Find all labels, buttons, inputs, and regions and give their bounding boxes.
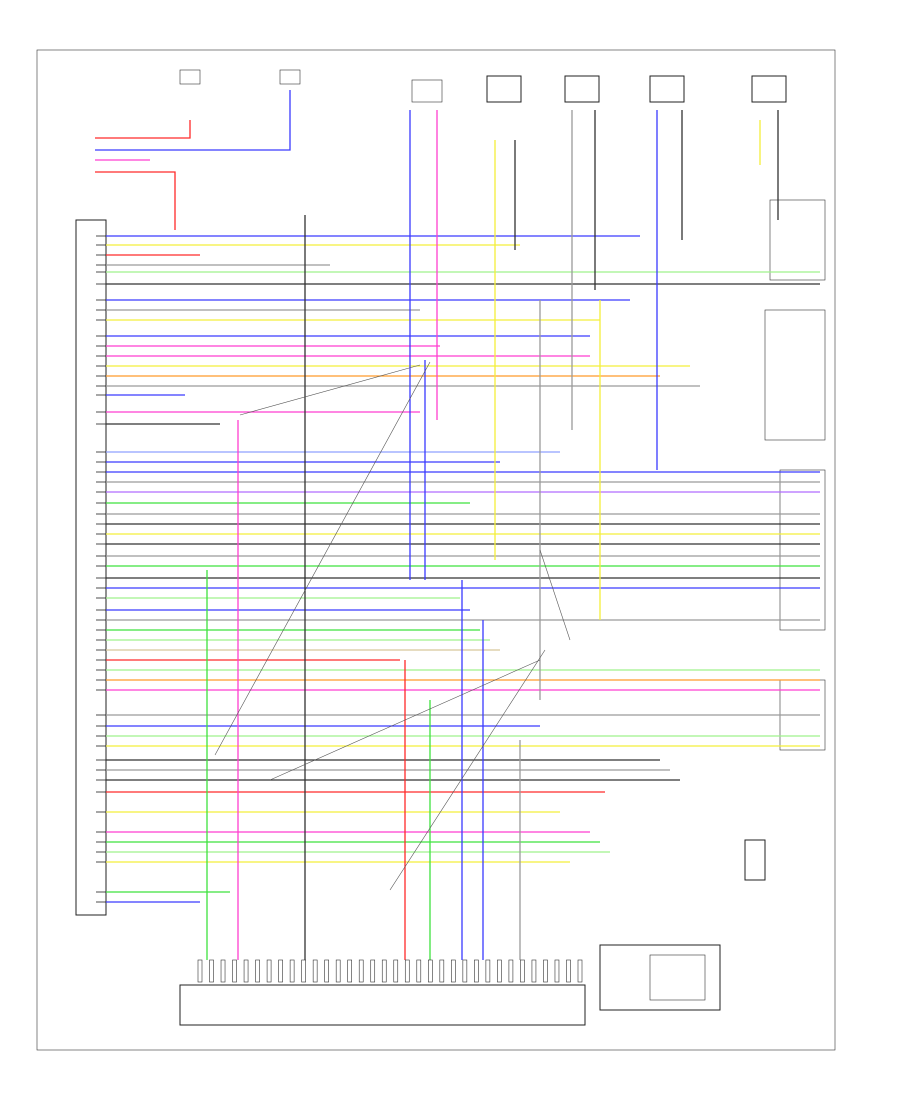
annotation-leaders — [214, 361, 571, 891]
bottom-pin-31 — [554, 959, 560, 983]
top-sensor-3 — [564, 75, 600, 103]
bottom-pin-29 — [531, 959, 537, 983]
bottom-pin-26 — [497, 959, 502, 983]
top-sensor-1 — [411, 79, 443, 103]
top-components — [179, 69, 787, 103]
bottom-pin-1 — [209, 959, 214, 983]
bottom-pin-0 — [197, 959, 203, 983]
right-sensor-low — [744, 839, 766, 881]
bottom-pin-18 — [404, 959, 410, 983]
right-switch-block — [764, 309, 826, 441]
bottom-pin-11 — [324, 959, 329, 983]
top-relay-1 — [279, 69, 301, 85]
top-sensor-5 — [751, 75, 787, 103]
power-feed-wires — [95, 90, 291, 230]
right-connector-top — [769, 199, 826, 281]
leader-3 — [269, 659, 541, 781]
bottom-pin-30 — [543, 959, 548, 983]
bottom-connector-pins — [197, 959, 583, 983]
bottom-pin-13 — [347, 959, 352, 983]
bottom-pin-28 — [520, 959, 525, 983]
wire-rows — [106, 235, 820, 903]
bottom-pin-2 — [220, 959, 226, 983]
bottom-pin-8 — [289, 959, 295, 983]
bottom-pin-17 — [393, 959, 399, 983]
bottom-pin-14 — [358, 959, 364, 983]
bottom-pin-25 — [485, 959, 491, 983]
bottom-pin-6 — [266, 959, 272, 983]
bottom-pin-20 — [428, 959, 433, 983]
right-connectors — [744, 199, 826, 881]
bottom-right-module — [599, 944, 721, 1011]
bottom-pin-23 — [462, 959, 468, 983]
bottom-pin-7 — [278, 959, 283, 983]
bottom-pin-9 — [301, 959, 306, 983]
bottom-pin-32 — [566, 959, 571, 983]
bottom-pin-15 — [370, 959, 376, 983]
bottom-right-submodule — [649, 954, 706, 1001]
leader-2 — [214, 361, 431, 756]
leader-4 — [389, 649, 546, 891]
bottom-connector-outline — [179, 984, 586, 1026]
diagram-frame — [36, 49, 836, 1051]
bottom-pin-22 — [451, 959, 456, 983]
bottom-pin-4 — [243, 959, 249, 983]
pin-labels — [96, 235, 106, 903]
bottom-pin-10 — [312, 959, 318, 983]
bottom-pin-27 — [508, 959, 514, 983]
vertical-wires — [206, 110, 779, 960]
top-sensor-2 — [486, 75, 522, 103]
bottom-pin-3 — [232, 959, 237, 983]
bottom-pin-12 — [335, 959, 341, 983]
bottom-pin-33 — [577, 959, 583, 983]
top-connector-left — [179, 69, 201, 85]
bottom-pin-24 — [474, 959, 479, 983]
top-sensor-4 — [649, 75, 685, 103]
bottom-pin-19 — [416, 959, 422, 983]
leader-5 — [539, 549, 571, 641]
bottom-pin-5 — [255, 959, 260, 983]
main-module-outline — [75, 219, 107, 916]
feed-wire-red — [95, 120, 191, 139]
feed-wire-red-2 — [95, 171, 176, 230]
leader-1 — [239, 364, 421, 416]
bottom-pin-16 — [381, 959, 387, 983]
feed-wire-blue — [95, 90, 291, 151]
right-connector-mid — [779, 469, 826, 631]
bottom-pin-21 — [439, 959, 445, 983]
